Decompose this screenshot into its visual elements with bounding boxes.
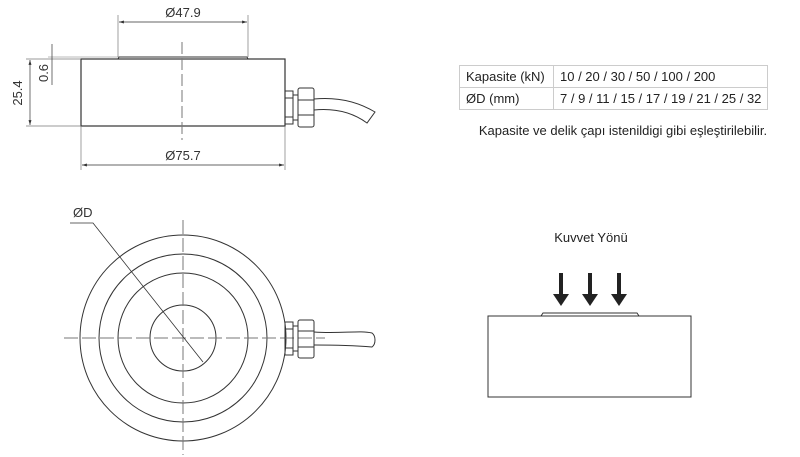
load-cell-body [80,58,286,127]
note-text: Kapasite ve delik çapı istenildigi gibi … [478,123,768,138]
table-row: Kapasite (kN) 10 / 20 / 30 / 50 / 100 / … [459,65,769,88]
dim-plate-height: 0.6 [36,64,51,82]
force-direction-label: Kuvvet Yönü [554,230,628,245]
row-value: 10 / 20 / 30 / 50 / 100 / 200 [552,65,769,88]
cable [313,97,376,124]
dim-outer-diameter: Ø75.7 [165,148,200,163]
cable-gland [284,87,315,128]
row-label: ØD (mm) [459,87,554,110]
force-diagram [487,273,692,398]
hole-leader-line [70,222,204,363]
cable [313,331,376,348]
load-cell-side [487,315,692,398]
top-view [64,220,376,455]
spec-table: Kapasite (kN) 10 / 20 / 30 / 50 / 100 / … [459,65,769,110]
table-row: ØD (mm) 7 / 9 / 11 / 15 / 17 / 19 / 21 /… [459,87,769,110]
force-arrow-icon [553,273,569,306]
force-arrow-icon [582,273,598,306]
dim-hole-diameter: ØD [73,205,93,220]
top-plate [117,56,249,60]
side-view [26,15,376,170]
row-value: 7 / 9 / 11 / 15 / 17 / 19 / 21 / 25 / 32 [552,87,769,110]
cable-gland [284,319,315,359]
dim-height: 25.4 [10,80,25,105]
force-arrow-icon [611,273,627,306]
dim-top-diameter: Ø47.9 [165,5,200,20]
top-plate [540,312,640,317]
row-label: Kapasite (kN) [459,65,554,88]
